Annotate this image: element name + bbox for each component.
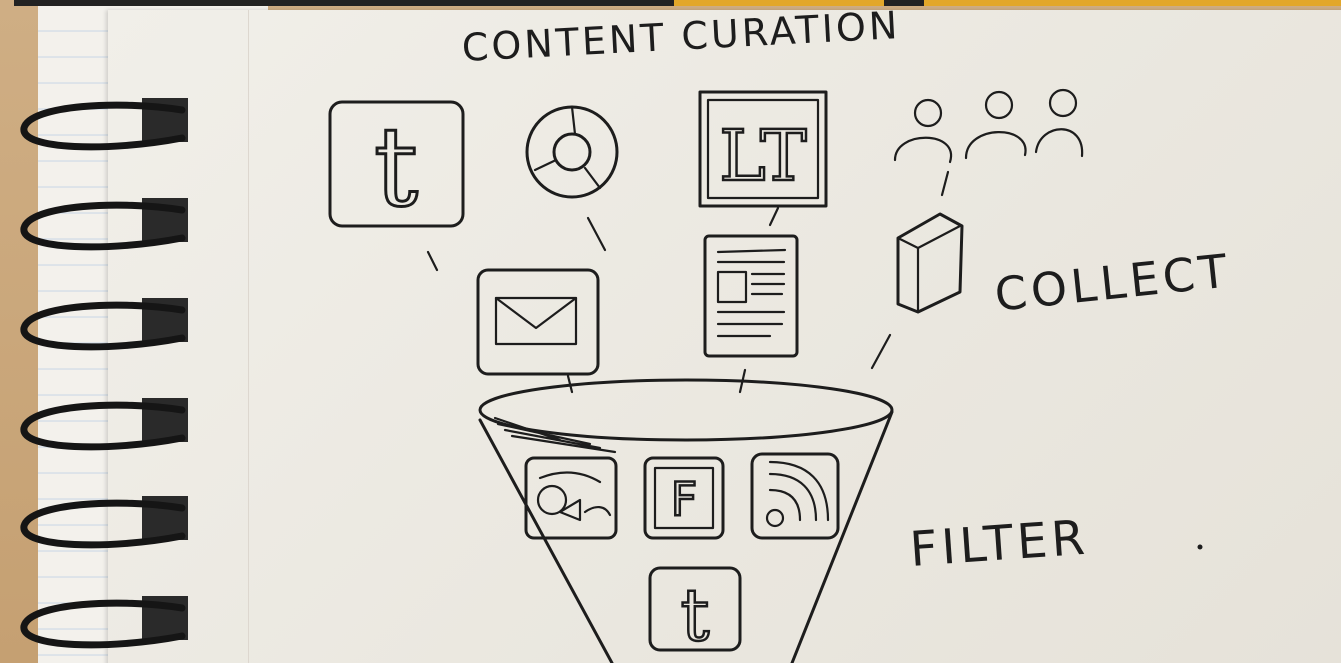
spiral-coil bbox=[20, 201, 186, 251]
svg-text:F: F bbox=[671, 472, 697, 526]
svg-text:t: t bbox=[374, 103, 418, 231]
page-margin-line bbox=[248, 10, 249, 663]
funnel-outline bbox=[478, 378, 894, 663]
rss-icon bbox=[750, 452, 840, 540]
spiral-coil bbox=[20, 101, 186, 151]
tumblr-icon: t bbox=[328, 100, 465, 272]
tumblr-icon: t bbox=[648, 566, 742, 658]
ink-dot bbox=[1197, 544, 1203, 550]
friendfeed-icon: F bbox=[643, 456, 725, 540]
amber-strip-left bbox=[674, 0, 884, 6]
amber-strip-right bbox=[924, 0, 1341, 6]
book-icon bbox=[870, 212, 964, 370]
spiral-coil bbox=[20, 301, 186, 351]
email-icon bbox=[476, 268, 600, 394]
librarything-icon: LT bbox=[698, 90, 828, 227]
people-icon bbox=[893, 88, 1084, 197]
spiral-binding bbox=[20, 98, 188, 649]
flickr-icon bbox=[524, 456, 618, 540]
newspaper-icon bbox=[703, 234, 799, 394]
svg-text:LT: LT bbox=[719, 115, 806, 197]
spiral-coil bbox=[20, 599, 186, 649]
chrome-icon bbox=[525, 105, 619, 252]
spiral-coil bbox=[20, 499, 186, 549]
svg-text:t: t bbox=[681, 573, 710, 657]
spiral-coil bbox=[20, 401, 186, 451]
top-strip bbox=[14, 0, 1341, 6]
